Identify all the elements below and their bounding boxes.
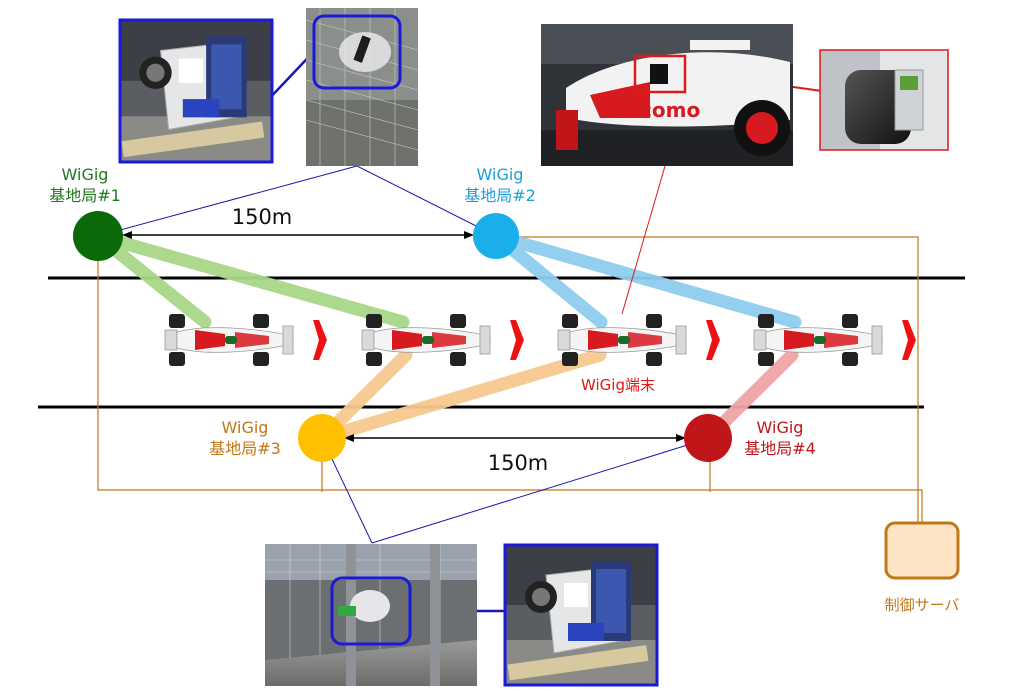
- fiber-wiring: [97, 236, 923, 525]
- control-server: 制御サーバ: [884, 521, 960, 614]
- station-label-4b: 基地局#4: [744, 439, 816, 458]
- station-label-3b: 基地局#3: [209, 439, 281, 458]
- base-station-2: WiGig 基地局#2: [464, 165, 536, 259]
- beam-bs1-car2: [91, 229, 410, 329]
- photo-device-bs1: [118, 18, 274, 164]
- distance-arrow-top: 150m: [122, 205, 474, 239]
- track-lines: [38, 276, 965, 409]
- direction-arrow-2: [510, 320, 524, 360]
- station-node-3: [298, 414, 346, 462]
- station-label-2a: WiGig: [477, 165, 524, 184]
- photo-fence-bs1: [305, 8, 419, 166]
- photo-device-bs3: [503, 543, 659, 687]
- station-node-2: [473, 213, 519, 259]
- beam-bs3-car3: [315, 348, 607, 445]
- beam-bs2-car4: [489, 229, 802, 329]
- base-station-1: WiGig 基地局#1: [49, 165, 123, 261]
- car-sponsor-text: docomo: [612, 98, 700, 122]
- direction-arrow-1: [313, 320, 327, 360]
- station-label-1a: WiGig: [62, 165, 109, 184]
- base-station-3: WiGig 基地局#3: [209, 414, 346, 462]
- server-box: [884, 521, 960, 580]
- race-car-4: [753, 314, 883, 366]
- distance-label-bottom: 150m: [488, 451, 549, 475]
- server-label: 制御サーバ: [885, 596, 960, 614]
- station-label-1b: 基地局#1: [49, 186, 121, 205]
- race-car-2: [361, 314, 491, 366]
- direction-arrow-4: [902, 320, 916, 360]
- distance-label-top: 150m: [232, 205, 293, 229]
- station-label-2b: 基地局#2: [464, 186, 536, 205]
- race-car-1: [164, 314, 294, 366]
- station-node-1: [73, 211, 123, 261]
- distance-arrow-bottom: 150m: [344, 434, 686, 475]
- photo-fence-bs3: [265, 544, 477, 686]
- station-label-3a: WiGig: [222, 418, 269, 437]
- base-station-4: WiGig 基地局#4: [684, 414, 816, 462]
- race-car-3: [557, 314, 687, 366]
- station-label-4a: WiGig: [757, 418, 804, 437]
- terminal-label: WiGig端末: [581, 376, 655, 394]
- station-node-4: [684, 414, 732, 462]
- photo-car-garage: docomo: [541, 24, 793, 166]
- photo-camera-closeup: [819, 49, 949, 151]
- direction-arrow-3: [706, 320, 720, 360]
- race-cars: [164, 314, 916, 366]
